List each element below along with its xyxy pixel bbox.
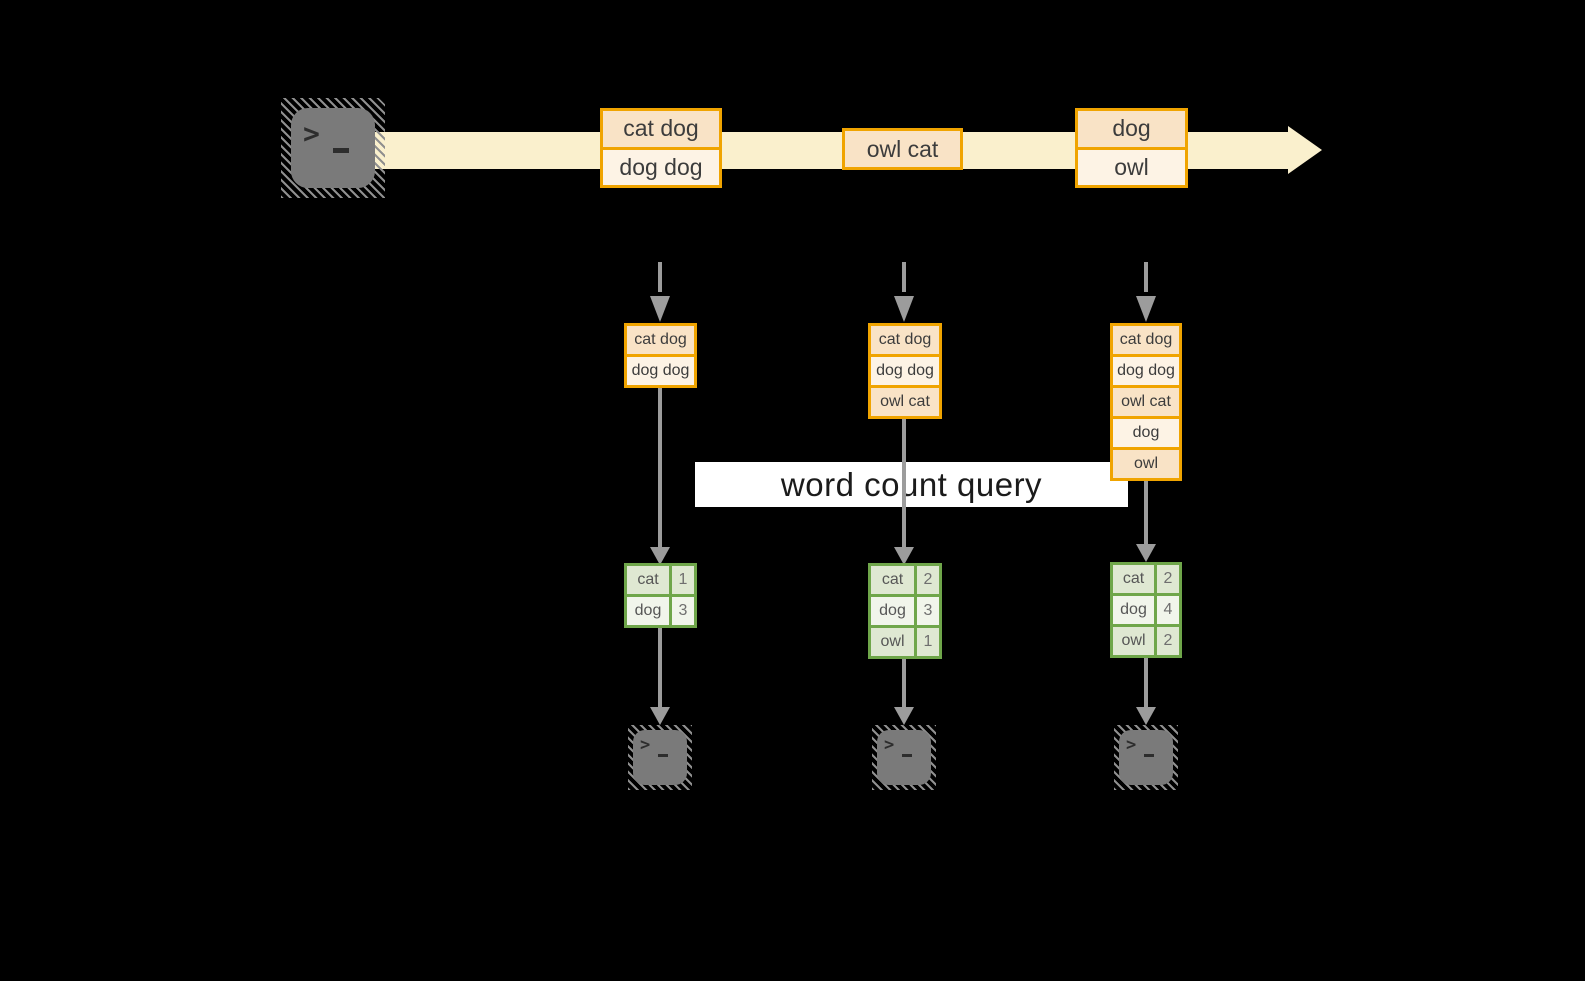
prompt-cursor-icon xyxy=(333,148,349,153)
stream-event-row: owl cat xyxy=(845,131,960,167)
stream-event-box-3: dog owl xyxy=(1075,108,1188,188)
buffer-stack-1: cat dog dog dog xyxy=(624,323,697,388)
stream-event-row: dog xyxy=(1078,111,1185,147)
buffer-row: dog dog xyxy=(1113,354,1179,385)
buffer-row: cat dog xyxy=(627,326,694,354)
query-arrow-line-2 xyxy=(902,419,906,547)
count-cell: 2 xyxy=(1157,565,1179,593)
count-cell: 2 xyxy=(1157,627,1179,655)
prompt-chevron-icon: > xyxy=(884,735,895,755)
terminal-screen: > xyxy=(877,730,931,785)
query-arrowhead-1 xyxy=(650,547,670,565)
word-cell: cat xyxy=(627,566,669,594)
word-cell: owl xyxy=(871,628,914,656)
ingest-arrow-line-2 xyxy=(902,262,906,292)
word-cell: owl xyxy=(1113,627,1154,655)
ingest-arrow-line-1 xyxy=(658,262,662,292)
count-cell: 3 xyxy=(917,597,939,625)
query-arrow-line-1 xyxy=(658,387,662,547)
terminal-screen: > xyxy=(291,108,375,188)
prompt-chevron-icon: > xyxy=(640,735,651,755)
sink-arrow-line-2 xyxy=(902,657,906,707)
count-cell: 1 xyxy=(672,566,694,594)
count-cell: 3 xyxy=(672,597,694,625)
buffer-stack-2: cat dog dog dog owl cat xyxy=(868,323,942,419)
query-arrowhead-3 xyxy=(1136,544,1156,562)
stream-event-row: dog dog xyxy=(603,146,719,185)
word-cell: dog xyxy=(1113,596,1154,624)
word-cell: cat xyxy=(871,566,914,594)
count-cell: 2 xyxy=(917,566,939,594)
prompt-cursor-icon xyxy=(658,754,668,757)
sink-terminal-icon-1: > xyxy=(628,725,692,790)
query-label: word count query xyxy=(780,465,1043,503)
ingest-arrowhead-3 xyxy=(1136,296,1156,322)
ingest-arrow-line-3 xyxy=(1144,262,1148,292)
sink-terminal-icon-3: > xyxy=(1114,725,1178,790)
stream-event-row: cat dog xyxy=(603,111,719,147)
count-table-2: cat 2 dog 3 owl 1 xyxy=(868,563,942,659)
count-table-3: cat 2 dog 4 owl 2 xyxy=(1110,562,1182,658)
count-table-1: cat 1 dog 3 xyxy=(624,563,697,628)
count-cell: 1 xyxy=(917,628,939,656)
buffer-row: cat dog xyxy=(871,326,939,354)
buffer-row: owl cat xyxy=(1113,385,1179,416)
buffer-row: dog dog xyxy=(627,354,694,385)
sink-arrowhead-3 xyxy=(1136,707,1156,725)
sink-arrowhead-2 xyxy=(894,707,914,725)
buffer-row: dog dog xyxy=(871,354,939,385)
terminal-screen: > xyxy=(633,730,687,785)
buffer-row: dog xyxy=(1113,416,1179,447)
sink-arrowhead-1 xyxy=(650,707,670,725)
stream-event-box-2: owl cat xyxy=(842,128,963,170)
word-cell: cat xyxy=(1113,565,1154,593)
stream-event-row: owl xyxy=(1078,146,1185,185)
buffer-stack-3: cat dog dog dog owl cat dog owl xyxy=(1110,323,1182,481)
buffer-row: owl xyxy=(1113,447,1179,478)
stream-arrowhead-icon xyxy=(1288,126,1322,174)
ingest-arrowhead-2 xyxy=(894,296,914,322)
sink-arrow-line-1 xyxy=(658,628,662,707)
terminal-screen: > xyxy=(1119,730,1173,785)
count-cell: 4 xyxy=(1157,596,1179,624)
buffer-row: owl cat xyxy=(871,385,939,416)
query-label-box: word count query xyxy=(695,462,1128,507)
ingest-arrowhead-1 xyxy=(650,296,670,322)
query-arrowhead-2 xyxy=(894,547,914,565)
stream-event-box-1: cat dog dog dog xyxy=(600,108,722,188)
prompt-chevron-icon: > xyxy=(1126,735,1137,755)
prompt-cursor-icon xyxy=(1144,754,1154,757)
query-arrow-line-3 xyxy=(1144,481,1148,544)
sink-terminal-icon-2: > xyxy=(872,725,936,790)
prompt-cursor-icon xyxy=(902,754,912,757)
prompt-chevron-icon: > xyxy=(303,117,320,150)
sink-arrow-line-3 xyxy=(1144,657,1148,707)
word-cell: dog xyxy=(627,597,669,625)
source-terminal-icon: > xyxy=(281,98,385,198)
buffer-row: cat dog xyxy=(1113,326,1179,354)
word-cell: dog xyxy=(871,597,914,625)
